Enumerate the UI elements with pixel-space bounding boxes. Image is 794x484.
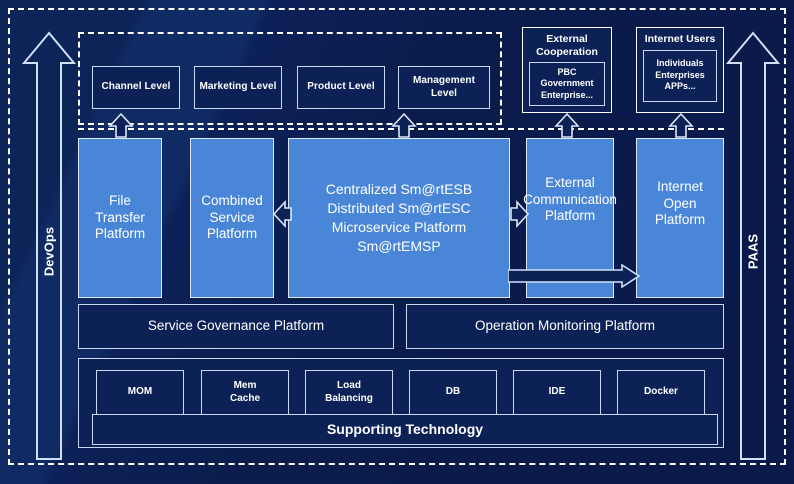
level-box-product[interactable]: Product Level xyxy=(297,66,385,109)
level-label: Marketing Level xyxy=(199,81,277,93)
inner-line-1: PBC Government xyxy=(540,66,594,89)
line-1: Centralized Sm@rtESB xyxy=(325,181,473,198)
supporting-technology-footer[interactable]: Supporting Technology xyxy=(92,414,718,445)
devops-pillar: DevOps xyxy=(22,30,76,462)
supporting-technology-label: Supporting Technology xyxy=(326,420,484,437)
line-1: Mem xyxy=(233,380,257,392)
platform-esb-esc-emsp[interactable]: Centralized Sm@rtESB Distributed Sm@rtES… xyxy=(288,138,510,298)
external-cooperation-inner: PBC Government Enterprise... xyxy=(529,62,605,107)
bar-service-governance-platform[interactable]: Service Governance Platform xyxy=(78,304,394,349)
platform-label: External Communication Platform xyxy=(523,175,617,224)
paas-label: PAAS xyxy=(745,233,761,270)
level-label: Product Level xyxy=(307,81,375,93)
platform-label: Combined Service Platform xyxy=(201,193,263,242)
line-2: Open xyxy=(663,195,697,211)
tech-box-mom[interactable]: MOM xyxy=(96,370,184,415)
outer-dashed-frame xyxy=(8,8,786,465)
line-3: Platform xyxy=(206,226,258,242)
tech-label: MOM xyxy=(128,386,152,398)
line-3: Platform xyxy=(654,212,706,228)
inner-line-3: APPs... xyxy=(664,81,696,92)
long-right-arrow-icon-esb-to-internet-open xyxy=(508,264,640,288)
inner-line-1: Individuals xyxy=(656,58,704,69)
tech-box-db[interactable]: DB xyxy=(409,370,497,415)
platform-file-transfer[interactable]: File Transfer Platform xyxy=(78,138,162,298)
up-arrow-icon-channel xyxy=(108,112,134,138)
platform-label: Centralized Sm@rtESB Distributed Sm@rtES… xyxy=(289,180,509,256)
paas-pillar: PAAS xyxy=(726,30,780,462)
up-arrow-icon-management xyxy=(391,112,417,138)
level-box-channel[interactable]: Channel Level xyxy=(92,66,180,109)
external-cooperation-box[interactable]: External Cooperation PBC Government Ente… xyxy=(522,27,612,113)
line-2: Communication xyxy=(523,191,617,207)
line-1: File xyxy=(109,193,131,209)
line-1: DB xyxy=(445,386,461,398)
bar-label: Operation Monitoring Platform xyxy=(474,318,656,334)
internet-users-title: Internet Users xyxy=(637,33,723,46)
level-box-marketing[interactable]: Marketing Level xyxy=(194,66,282,109)
inner-line-2: Enterprise... xyxy=(540,90,594,101)
right-arrow-icon-esb-to-external-comm xyxy=(510,199,530,229)
line-3: Microservice Platform Sm@rtEMSP xyxy=(331,219,467,254)
up-arrow-icon-external-cooperation xyxy=(554,112,580,138)
platform-label: File Transfer Platform xyxy=(95,193,145,242)
tech-label: IDE xyxy=(549,386,566,398)
business-levels-group xyxy=(78,32,502,125)
platform-label: Internet Open Platform xyxy=(655,179,705,228)
tech-box-ide[interactable]: IDE xyxy=(513,370,601,415)
line-1: External xyxy=(545,175,595,191)
title-line-1: Internet Users xyxy=(644,33,716,45)
bar-operation-monitoring-platform[interactable]: Operation Monitoring Platform xyxy=(406,304,724,349)
line-2: Distributed Sm@rtESC xyxy=(327,200,471,217)
tech-label: Load Balancing xyxy=(325,380,373,404)
line-3: Platform xyxy=(544,208,596,224)
tech-label: Mem Cache xyxy=(230,380,260,404)
tech-box-mem-cache[interactable]: Mem Cache xyxy=(201,370,289,415)
line-1: Combined xyxy=(201,193,263,209)
tech-label: DB xyxy=(446,386,460,398)
line-2: Transfer xyxy=(95,209,145,225)
line-1: Load xyxy=(337,380,361,392)
line-1: MOM xyxy=(127,386,153,398)
line-2: Cache xyxy=(229,392,260,404)
line-1: IDE xyxy=(548,386,566,398)
platform-external-communication[interactable]: External Communication Platform xyxy=(523,138,617,298)
external-cooperation-title: External Cooperation xyxy=(523,33,611,58)
level-box-management[interactable]: Management Level xyxy=(398,66,490,109)
line-3: Platform xyxy=(94,226,146,242)
devops-label: DevOps xyxy=(41,226,57,277)
line-2: Balancing xyxy=(325,392,373,404)
left-arrow-icon-combined-to-esb xyxy=(272,199,292,229)
line-1: Docker xyxy=(644,386,678,398)
level-label: Management Level xyxy=(412,75,476,99)
platform-internet-open[interactable]: Internet Open Platform xyxy=(636,138,724,298)
internet-users-box[interactable]: Internet Users Individuals Enterprises A… xyxy=(636,27,724,113)
level-label: Channel Level xyxy=(101,81,171,93)
bar-label: Service Governance Platform xyxy=(147,318,325,334)
title-line-1: External xyxy=(546,33,588,45)
line-1: Internet xyxy=(657,179,703,195)
line-2: Service xyxy=(209,209,255,225)
tech-box-docker[interactable]: Docker xyxy=(617,370,705,415)
inner-line-2: Enterprises xyxy=(655,69,705,80)
tech-box-load-balancing[interactable]: Load Balancing xyxy=(305,370,393,415)
internet-users-inner: Individuals Enterprises APPs... xyxy=(643,49,717,102)
up-arrow-icon-internet-users xyxy=(668,112,694,138)
tech-label: Docker xyxy=(644,386,678,398)
platform-combined-service[interactable]: Combined Service Platform xyxy=(190,138,274,298)
title-line-2: Cooperation xyxy=(536,45,598,58)
